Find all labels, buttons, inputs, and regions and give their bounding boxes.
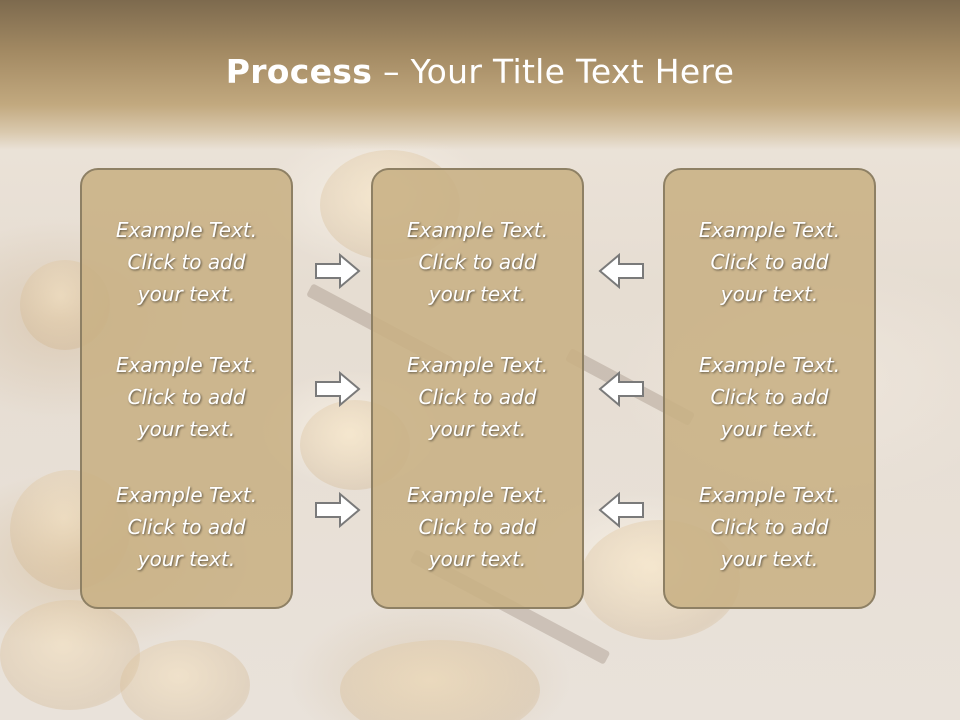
title-band [0, 0, 960, 150]
title-rest: Your Title Text Here [410, 52, 735, 91]
panel-right-text-2[interactable]: Example Text. Click to add your text. [698, 353, 841, 441]
panel-middle-text-1[interactable]: Example Text. Click to add your text. [406, 218, 549, 306]
panel-right[interactable]: Example Text. Click to add your text. Ex… [663, 168, 876, 609]
panel-middle-text-3[interactable]: Example Text. Click to add your text. [406, 483, 549, 571]
panel-right-text-1[interactable]: Example Text. Click to add your text. [698, 218, 841, 306]
panel-left-text-1[interactable]: Example Text. Click to add your text. [115, 218, 258, 306]
title-bold: Process [225, 52, 373, 91]
background-cheese-wheel [120, 640, 250, 720]
arrow-right-icon[interactable] [314, 491, 362, 529]
arrow-right-icon[interactable] [314, 252, 362, 290]
title-dash: – [372, 52, 411, 91]
arrow-left-icon[interactable] [597, 252, 645, 290]
panel-left-text-2[interactable]: Example Text. Click to add your text. [115, 353, 258, 441]
arrow-left-icon[interactable] [597, 491, 645, 529]
slide-title[interactable]: Process – Your Title Text Here [0, 52, 960, 91]
panel-left[interactable]: Example Text. Click to add your text. Ex… [80, 168, 293, 609]
panel-left-text-3[interactable]: Example Text. Click to add your text. [115, 483, 258, 571]
arrow-left-icon[interactable] [597, 370, 645, 408]
background-cheese-wheel [340, 640, 540, 720]
arrow-right-icon[interactable] [314, 370, 362, 408]
panel-right-text-3[interactable]: Example Text. Click to add your text. [698, 483, 841, 571]
panel-middle[interactable]: Example Text. Click to add your text. Ex… [371, 168, 584, 609]
panel-middle-text-2[interactable]: Example Text. Click to add your text. [406, 353, 549, 441]
background-cheese-wheel [0, 600, 140, 710]
